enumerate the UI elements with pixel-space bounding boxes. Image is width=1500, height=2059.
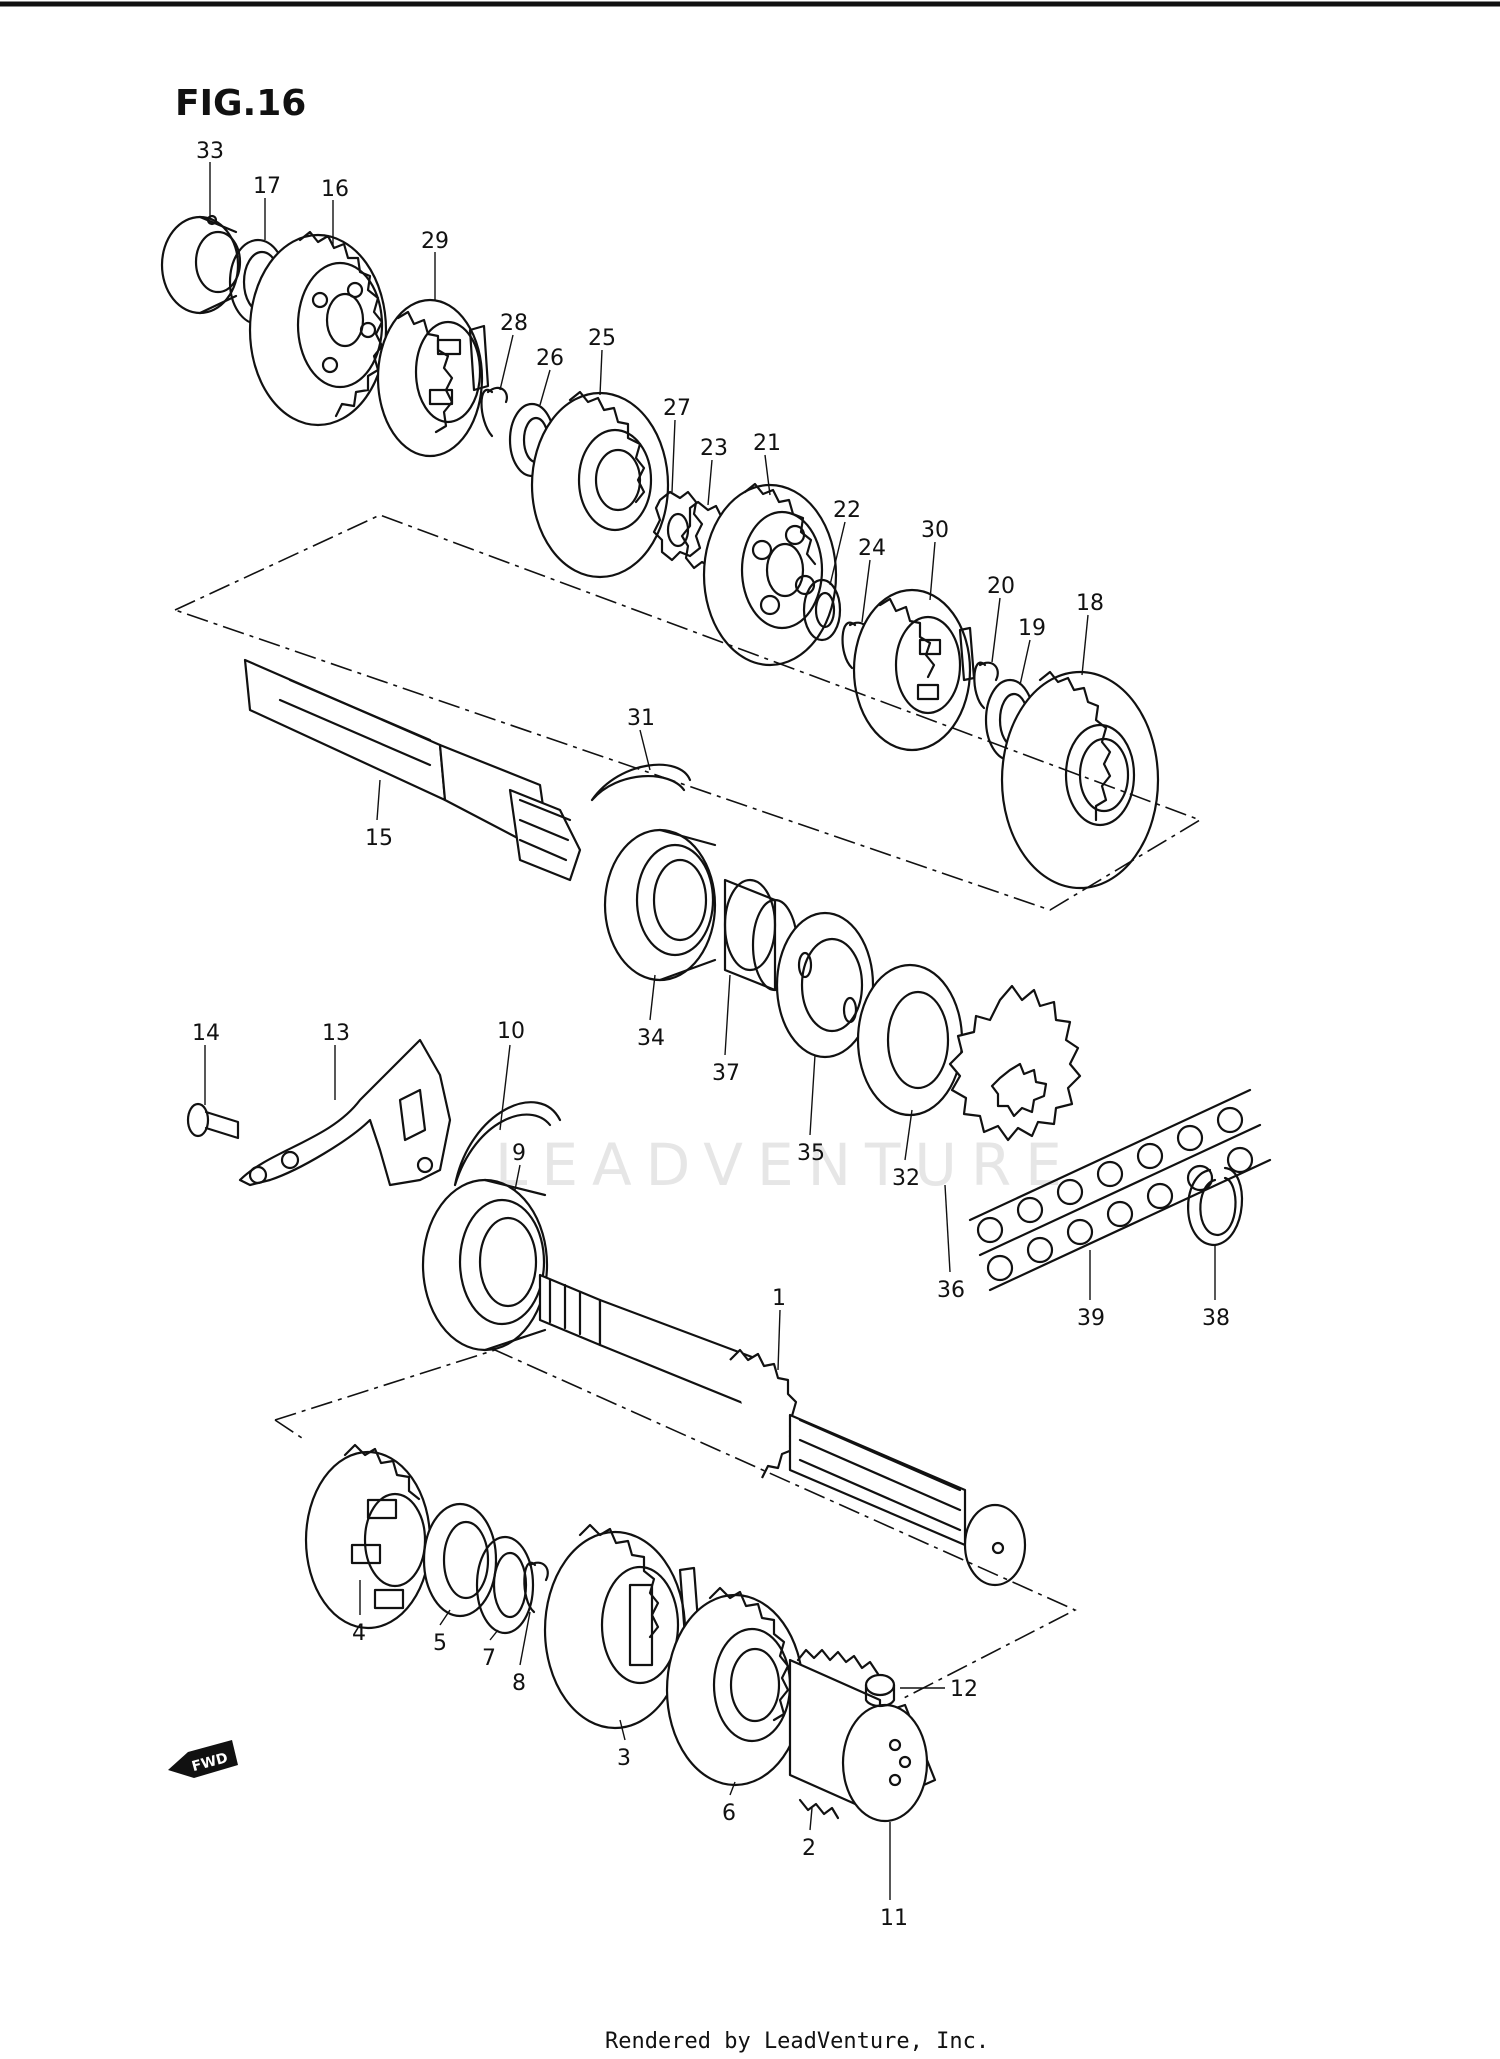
callout-39: 39 [1077, 1306, 1105, 1331]
callout-12: 12 [950, 1677, 978, 1702]
part-8-circlip[interactable] [523, 1561, 549, 1614]
callout-19: 19 [1018, 616, 1046, 641]
countershaft-assembly [160, 214, 1202, 911]
callout-21: 21 [753, 431, 781, 456]
part-11-bearing[interactable] [841, 1703, 937, 1823]
part-18-gear[interactable] [1000, 670, 1160, 890]
callout-29: 29 [421, 229, 449, 254]
main-shaft-assembly [274, 1273, 1077, 1823]
callout-37: 37 [712, 1061, 740, 1086]
callout-9: 9 [512, 1141, 526, 1166]
callout-36: 36 [937, 1278, 965, 1303]
part-9-bearing[interactable] [421, 1178, 549, 1352]
part-30-gear[interactable] [852, 588, 976, 752]
part-28-circlip[interactable] [480, 386, 508, 438]
callout-20: 20 [987, 574, 1015, 599]
callout-14: 14 [192, 1021, 220, 1046]
callout-labels: 33 17 16 29 28 26 25 27 23 21 22 24 30 2… [192, 139, 1230, 1931]
part-22-washer[interactable] [802, 578, 842, 642]
callout-4: 4 [352, 1621, 366, 1646]
footer-credit: Rendered by LeadVenture, Inc. [605, 2029, 989, 2054]
figure-title: FIG.16 [175, 83, 306, 124]
callout-31: 31 [627, 706, 655, 731]
callout-6: 6 [722, 1801, 736, 1826]
callout-34: 34 [637, 1026, 665, 1051]
part-32-oil-seal[interactable] [856, 963, 964, 1117]
callout-35: 35 [797, 1141, 825, 1166]
part-1-driveshaft[interactable] [538, 1273, 1027, 1587]
part-39-chain[interactable] [968, 1088, 1272, 1292]
callout-27: 27 [663, 396, 691, 421]
callout-17: 17 [253, 174, 281, 199]
part-38-circlip[interactable] [1187, 1166, 1243, 1247]
callout-1: 1 [772, 1286, 786, 1311]
part-5-bushing[interactable] [422, 1502, 498, 1618]
retainer-assembly [186, 1038, 562, 1352]
part-25-gear[interactable] [530, 390, 670, 579]
part-31-half-ring[interactable] [590, 763, 692, 802]
part-4-gear[interactable] [304, 1443, 432, 1630]
callout-13: 13 [322, 1021, 350, 1046]
part-7-washer[interactable] [475, 1535, 535, 1635]
callout-22: 22 [833, 498, 861, 523]
part-12-pin[interactable] [864, 1673, 896, 1708]
callout-16: 16 [321, 177, 349, 202]
part-15-countershaft[interactable] [243, 658, 582, 882]
callout-26: 26 [536, 346, 564, 371]
part-33-bearing[interactable] [160, 214, 242, 315]
fwd-direction-arrow: FWD [168, 1740, 238, 1778]
callout-28: 28 [500, 311, 528, 336]
callout-38: 38 [1202, 1306, 1230, 1331]
part-20-circlip[interactable] [973, 661, 999, 710]
part-14-bolt[interactable] [186, 1102, 240, 1140]
leader-lines [204, 162, 1216, 1900]
part-36-sprocket[interactable] [948, 984, 1082, 1142]
callout-7: 7 [482, 1646, 496, 1671]
callout-2: 2 [802, 1836, 816, 1861]
drive-side-assembly [590, 763, 1272, 1292]
callout-3: 3 [617, 1746, 631, 1771]
callout-15: 15 [365, 826, 393, 851]
part-13-plate[interactable] [238, 1038, 452, 1187]
callout-11: 11 [880, 1906, 908, 1931]
callout-33: 33 [196, 139, 224, 164]
callout-18: 18 [1076, 591, 1104, 616]
callout-8: 8 [512, 1671, 526, 1696]
callout-23: 23 [700, 436, 728, 461]
callout-24: 24 [858, 536, 886, 561]
part-29-gear[interactable] [376, 298, 490, 458]
part-6-gear[interactable] [665, 1586, 805, 1787]
callout-25: 25 [588, 326, 616, 351]
part-16-gear[interactable] [248, 230, 388, 427]
watermark: LEADVENTURE [495, 1131, 1076, 1199]
callout-10: 10 [497, 1019, 525, 1044]
main-shaft-bounding-box [274, 1349, 1077, 1701]
part-10-half-ring[interactable] [453, 1101, 562, 1187]
callout-32: 32 [892, 1166, 920, 1191]
part-34-bearing[interactable] [603, 828, 717, 982]
part-35-retainer[interactable] [775, 911, 875, 1059]
callout-5: 5 [433, 1631, 447, 1656]
part-21-gear[interactable] [702, 482, 838, 667]
callout-30: 30 [921, 518, 949, 543]
